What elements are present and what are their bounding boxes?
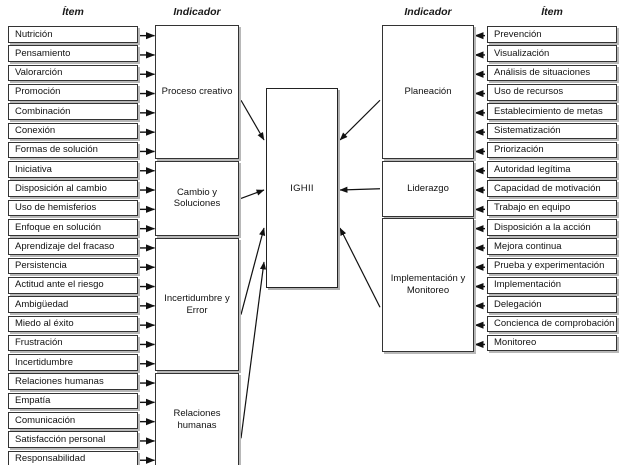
right-item-box: Implementación bbox=[487, 276, 617, 294]
right-item-box: Mejora continua bbox=[487, 238, 617, 255]
right-item-box: Prueba y experimentación bbox=[487, 257, 617, 275]
left-item-box: Formas de solución bbox=[8, 141, 138, 159]
left-item-box: Conexión bbox=[8, 122, 138, 140]
item-to-indicator-arrows-left bbox=[140, 32, 156, 464]
left-item-box: Ambigüedad bbox=[8, 296, 138, 313]
left-item-box: Iniciativa bbox=[8, 161, 138, 178]
right-item-box: Uso de recursos bbox=[487, 83, 617, 101]
left-item-box: Valorarción bbox=[8, 64, 138, 82]
left-item-box: Nutrición bbox=[8, 26, 138, 43]
core-construct-box: IGHII bbox=[266, 88, 338, 288]
right-item-box: Autoridad legítima bbox=[487, 161, 617, 178]
right-item-box: Concienca de comprobación bbox=[487, 315, 617, 333]
left-indicator-box: Proceso creativo bbox=[155, 25, 239, 160]
right-item-box: Disposición a la acción bbox=[487, 219, 617, 236]
left-item-box: Pensamiento bbox=[8, 45, 138, 62]
indicator-arrow bbox=[339, 227, 381, 308]
left-item-box: Combinación bbox=[8, 103, 138, 120]
right-item-box: Sistematización bbox=[487, 122, 617, 140]
indicator-arrow bbox=[240, 261, 267, 439]
left-indicator-box: Relaciones humanas bbox=[155, 372, 239, 465]
item-to-indicator-arrows-right bbox=[474, 32, 485, 349]
left-item-box: Comunicación bbox=[8, 412, 138, 429]
right-indicator-box: Implementación y Monitoreo bbox=[382, 218, 474, 353]
right-item-box: Priorización bbox=[487, 141, 617, 159]
indicator-arrow bbox=[240, 99, 265, 141]
right-indicator-box: Planeación bbox=[382, 25, 474, 160]
right-item-box: Delegación bbox=[487, 296, 617, 313]
right-item-box: Visualización bbox=[487, 45, 617, 62]
left-item-box: Actitud ante el riesgo bbox=[8, 276, 138, 294]
header-right-item: Ítem bbox=[541, 6, 563, 18]
right-item-box: Establecimiento de metas bbox=[487, 103, 617, 120]
indicator-arrow bbox=[339, 186, 381, 193]
left-item-box: Frustración bbox=[8, 334, 138, 352]
left-item-box: Responsabilidad bbox=[8, 450, 138, 465]
header-right-indicator: Indicador bbox=[404, 6, 452, 18]
right-item-box: Análisis de situaciones bbox=[487, 64, 617, 82]
right-item-box: Prevención bbox=[487, 26, 617, 43]
left-item-box: Miedo al éxito bbox=[8, 315, 138, 333]
indicator-arrow bbox=[339, 99, 381, 141]
left-indicator-box: Incertidumbre y Error bbox=[155, 237, 239, 372]
header-left-indicator: Indicador bbox=[173, 6, 221, 18]
left-item-box: Relaciones humanas bbox=[8, 373, 138, 391]
left-item-box: Aprendizaje del fracaso bbox=[8, 238, 138, 255]
left-item-box: Promoción bbox=[8, 83, 138, 101]
left-item-box: Enfoque en solución bbox=[8, 219, 138, 236]
right-item-box: Capacidad de motivación bbox=[487, 180, 617, 198]
left-item-box: Satisfacción personal bbox=[8, 431, 138, 448]
indicator-arrow bbox=[240, 227, 266, 315]
left-item-box: Uso de hemisferios bbox=[8, 199, 138, 217]
left-item-box: Persistencia bbox=[8, 257, 138, 275]
right-item-box: Trabajo en equipo bbox=[487, 199, 617, 217]
left-item-box: Incertidumbre bbox=[8, 354, 138, 371]
right-item-box: Monitoreo bbox=[487, 334, 617, 352]
left-indicator-box: Cambio y Soluciones bbox=[155, 160, 239, 237]
left-item-box: Disposición al cambio bbox=[8, 180, 138, 198]
header-left-item: Ítem bbox=[62, 6, 84, 18]
right-indicator-box: Liderazgo bbox=[382, 160, 474, 217]
left-item-box: Empatía bbox=[8, 392, 138, 410]
indicator-arrow bbox=[240, 189, 265, 199]
